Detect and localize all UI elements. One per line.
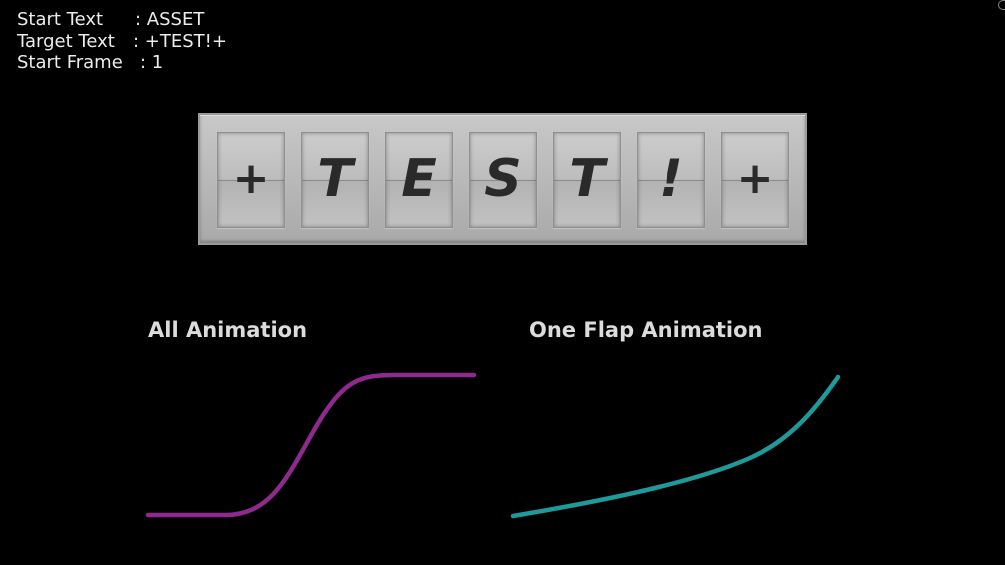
flap-4-char: S <box>484 149 522 209</box>
flap-7-char: + <box>736 153 774 204</box>
target-text-label: Target Text <box>17 30 115 52</box>
target-text-value: : +TEST!+ <box>133 30 227 52</box>
split-flap-board: + T E S T ! + <box>198 113 807 245</box>
start-frame-label: Start Frame <box>17 52 123 73</box>
flap-7: + <box>721 132 789 228</box>
corner-indicator <box>998 0 1005 10</box>
start-text-label: Start Text <box>17 9 104 30</box>
flap-3: E <box>385 132 453 228</box>
all-animation-curve <box>145 372 477 518</box>
start-frame-value: : 1 <box>140 52 164 73</box>
flap-5: T <box>553 132 621 228</box>
flap-1-char: + <box>232 153 270 204</box>
flap-1: + <box>217 132 285 228</box>
flap-6-char: ! <box>659 149 683 209</box>
flap-2-char: T <box>317 149 353 209</box>
one-flap-animation-title: One Flap Animation <box>529 318 763 342</box>
one-flap-animation-curve <box>510 374 841 519</box>
flap-6: ! <box>637 132 705 228</box>
flap-2: T <box>301 132 369 228</box>
start-text-value: : ASSET <box>135 9 205 30</box>
flap-4: S <box>469 132 537 228</box>
all-animation-title: All Animation <box>148 318 308 342</box>
flap-3-char: E <box>401 149 437 209</box>
flap-5-char: T <box>569 149 605 209</box>
